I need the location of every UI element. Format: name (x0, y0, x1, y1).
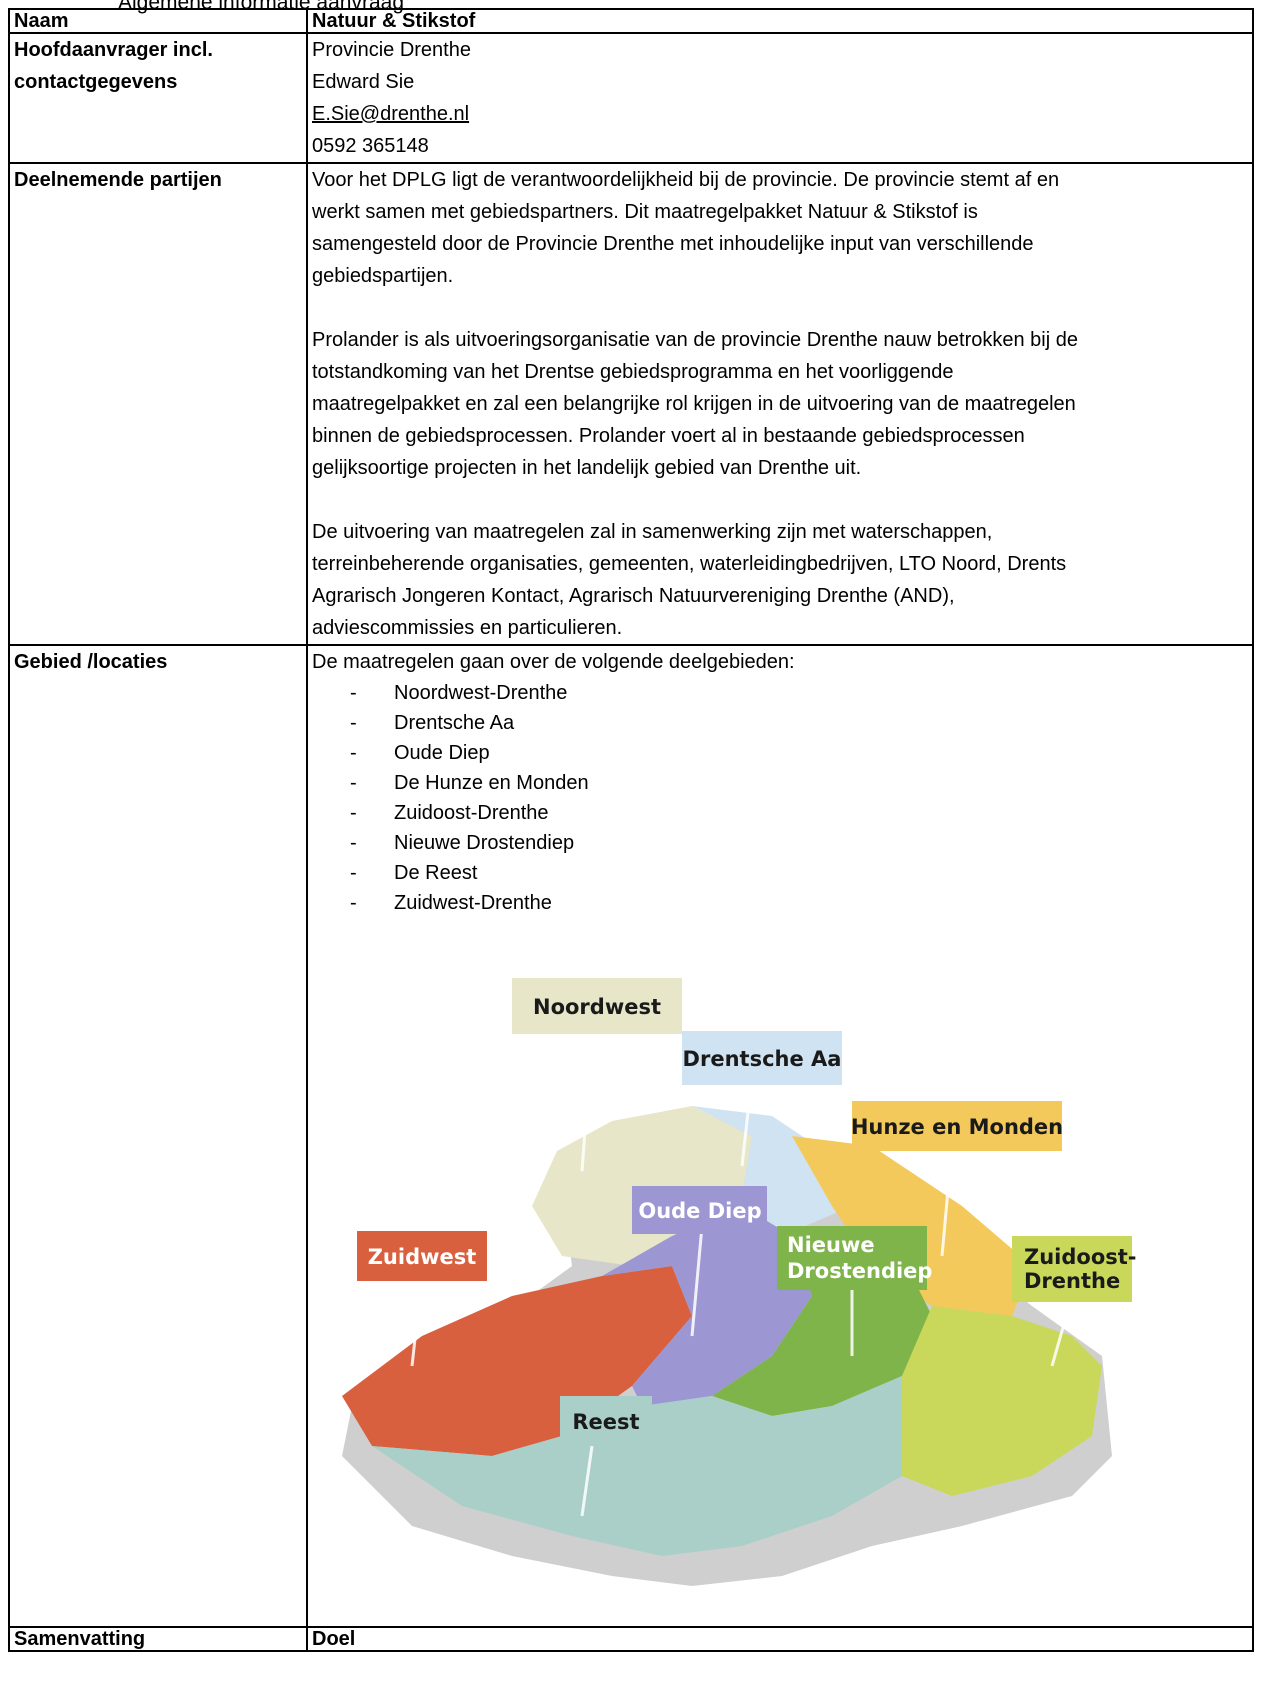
label-nieuwe-line1: Nieuwe (787, 1233, 875, 1257)
value-samenvatting: Doel (306, 1626, 1254, 1652)
label-box-nieuwe-bg (777, 1226, 927, 1290)
label-box-hunze-bg (852, 1101, 1062, 1151)
value-hoofdaanvrager: Provincie Drenthe Edward Sie E.Sie@drent… (306, 32, 1254, 164)
label-box-drentsche-aa: Drentsche Aa (682, 1031, 842, 1085)
label-gebied: Gebied /locaties (8, 644, 308, 1628)
area-list: Noordwest-Drenthe Drentsche Aa Oude Diep… (312, 678, 1248, 918)
label-hunze: Hunze en Monden (851, 1115, 1063, 1139)
label-zuidoost-line1: Zuidoost- (1024, 1245, 1137, 1269)
label-box-zuidwest-bg (357, 1231, 487, 1281)
label-zuidoost-line2: Drenthe (1024, 1269, 1120, 1293)
row-hoofdaanvrager: Hoofdaanvrager incl. contactgegevens Pro… (8, 32, 1254, 164)
region-map: Noordwest Drentsche Aa Hunze en Monden O… (312, 936, 1212, 1626)
label-box-drentsche-aa-bg (682, 1031, 842, 1085)
row-deelnemende: Deelnemende partijen Voor het DPLG ligt … (8, 162, 1254, 646)
paragraph-line: binnen de gebiedsprocessen. Prolander vo… (312, 425, 1025, 447)
area-zuidoost-shape (902, 1306, 1102, 1496)
paragraph-line: werkt samen met gebiedspartners. Dit maa… (312, 201, 978, 223)
list-item: Zuidwest-Drenthe (312, 888, 1248, 918)
pointer-zuidoost (1050, 1295, 1074, 1367)
application-info-table: Naam Natuur & Stikstof Hoofdaanvrager in… (8, 8, 1254, 1652)
area-oude-diep-shape (602, 1206, 812, 1406)
paragraph-line: terreinbeherende organisaties, gemeenten… (312, 553, 1067, 575)
label-reest: Reest (572, 1410, 639, 1434)
label-noordwest: Noordwest (533, 995, 661, 1019)
label-box-reest-bg (560, 1396, 652, 1446)
label-box-zuidwest: Zuidwest (357, 1231, 487, 1281)
list-item: Noordwest-Drenthe (312, 678, 1248, 708)
value-deelnemende: Voor het DPLG ligt de verantwoordelijkhe… (306, 162, 1254, 646)
label-naam: Naam (8, 8, 308, 34)
pointer-reest (580, 1445, 594, 1517)
label-box-noordwest-bg (512, 978, 682, 1034)
row-gebied: Gebied /locaties De maatregelen gaan ove… (8, 644, 1254, 1628)
region-map-svg: Noordwest Drentsche Aa Hunze en Monden O… (342, 978, 1137, 1586)
pointer-zuidwest (410, 1275, 424, 1367)
label-nieuwe-line2: Drostendiep (787, 1259, 932, 1283)
paragraph-line: maatregelpakket en zal een belangrijke r… (312, 393, 1076, 415)
label-hoofdaanvrager-line1: Hoofdaanvrager incl. (14, 39, 213, 61)
paragraph-line: De uitvoering van maatregelen zal in sam… (312, 521, 993, 543)
paragraph-line: Prolander is als uitvoeringsorganisatie … (312, 329, 1078, 351)
label-zuidwest: Zuidwest (368, 1245, 477, 1269)
list-item: Zuidoost-Drenthe (312, 798, 1248, 828)
phone-number: 0592 365148 (312, 135, 429, 157)
list-item: Oude Diep (312, 738, 1248, 768)
gebied-intro: De maatregelen gaan over de volgende dee… (312, 651, 795, 673)
pointer-oude-diep (690, 1225, 704, 1337)
label-box-nieuwe: Nieuwe Drostendiep (777, 1226, 932, 1290)
label-oude-diep: Oude Diep (638, 1199, 761, 1223)
label-box-zuidoost-bg (1012, 1236, 1132, 1302)
list-item: Drentsche Aa (312, 708, 1248, 738)
contact-person: Edward Sie (312, 71, 415, 93)
value-naam: Natuur & Stikstof (306, 8, 1254, 34)
label-box-zuidoost: Zuidoost- Drenthe (1012, 1236, 1137, 1302)
label-samenvatting: Samenvatting (8, 1626, 308, 1652)
row-naam: Naam Natuur & Stikstof (8, 8, 1254, 34)
label-drentsche-aa: Drentsche Aa (683, 1047, 842, 1071)
area-reest-shape (372, 1376, 902, 1556)
pointer-noordwest (580, 1035, 594, 1172)
paragraph-line: adviescommissies en particulieren. (312, 617, 623, 639)
paragraph-line: Agrarisch Jongeren Kontact, Agrarisch Na… (312, 585, 955, 607)
label-box-reest: Reest (560, 1396, 652, 1446)
paragraph-line: totstandkoming van het Drentse gebiedspr… (312, 361, 954, 383)
label-box-noordwest: Noordwest (512, 978, 682, 1034)
label-box-oude-diep: Oude Diep (632, 1186, 767, 1234)
paragraph-line: samengesteld door de Provincie Drenthe m… (312, 233, 1034, 255)
paragraph-line: gelijksoortige projecten in het landelij… (312, 457, 862, 479)
value-gebied: De maatregelen gaan over de volgende dee… (306, 644, 1254, 1628)
row-samenvatting: Samenvatting Doel (8, 1626, 1254, 1652)
label-hoofdaanvrager: Hoofdaanvrager incl. contactgegevens (8, 32, 308, 164)
email-link[interactable]: E.Sie@drenthe.nl (312, 103, 470, 125)
area-zuidwest-shape (342, 1266, 692, 1456)
label-hoofdaanvrager-line2: contactgegevens (14, 71, 178, 93)
label-box-oude-diep-bg (632, 1186, 767, 1234)
pointer-drentsche-aa (740, 1075, 754, 1167)
pointer-hunze (940, 1145, 954, 1257)
paragraph-line: gebiedspartijen. (312, 265, 454, 287)
list-item: Nieuwe Drostendiep (312, 828, 1248, 858)
list-item: De Reest (312, 858, 1248, 888)
paragraph-line: Voor het DPLG ligt de verantwoordelijkhe… (312, 169, 1060, 191)
list-item: De Hunze en Monden (312, 768, 1248, 798)
label-deelnemende: Deelnemende partijen (8, 162, 308, 646)
organisation-name: Provincie Drenthe (312, 39, 471, 61)
label-box-hunze: Hunze en Monden (851, 1101, 1063, 1151)
area-drentsche-aa-shape (692, 1106, 852, 1236)
